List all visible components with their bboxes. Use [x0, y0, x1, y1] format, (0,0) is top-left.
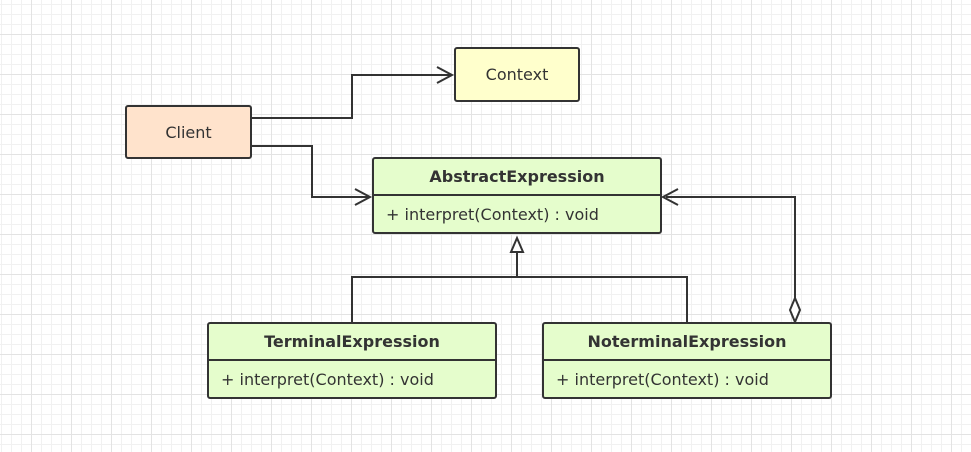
aggregation-diamond [788, 295, 802, 325]
noterminal-expression-operation: + interpret(Context) : void [556, 369, 769, 389]
client-to-abstract-line [252, 145, 368, 198]
generalization-arrowhead [509, 235, 525, 253]
terminal-inheritance-line [351, 276, 517, 322]
client-to-abstract-arrowhead [354, 188, 373, 206]
noterminal-expression-name: NoterminalExpression [544, 324, 830, 361]
client-to-context-line [252, 74, 450, 119]
client-to-context-arrowhead [436, 66, 455, 84]
terminal-expression-class[interactable]: TerminalExpression + interpret(Context) … [207, 322, 497, 399]
nonterminal-inheritance-line [517, 276, 688, 322]
client-node[interactable]: Client [125, 105, 252, 159]
terminal-expression-name: TerminalExpression [209, 324, 495, 361]
abstract-expression-name: AbstractExpression [374, 159, 660, 196]
client-label: Client [165, 122, 212, 142]
noterminal-expression-class[interactable]: NoterminalExpression + interpret(Context… [542, 322, 832, 399]
aggregation-arrowhead [660, 188, 679, 206]
context-node[interactable]: Context [454, 47, 580, 102]
context-label: Context [485, 65, 549, 84]
aggregation-line [666, 196, 796, 298]
abstract-expression-class[interactable]: AbstractExpression + interpret(Context) … [372, 157, 662, 234]
abstract-expression-operation: + interpret(Context) : void [386, 204, 599, 224]
terminal-expression-operation: + interpret(Context) : void [221, 369, 434, 389]
